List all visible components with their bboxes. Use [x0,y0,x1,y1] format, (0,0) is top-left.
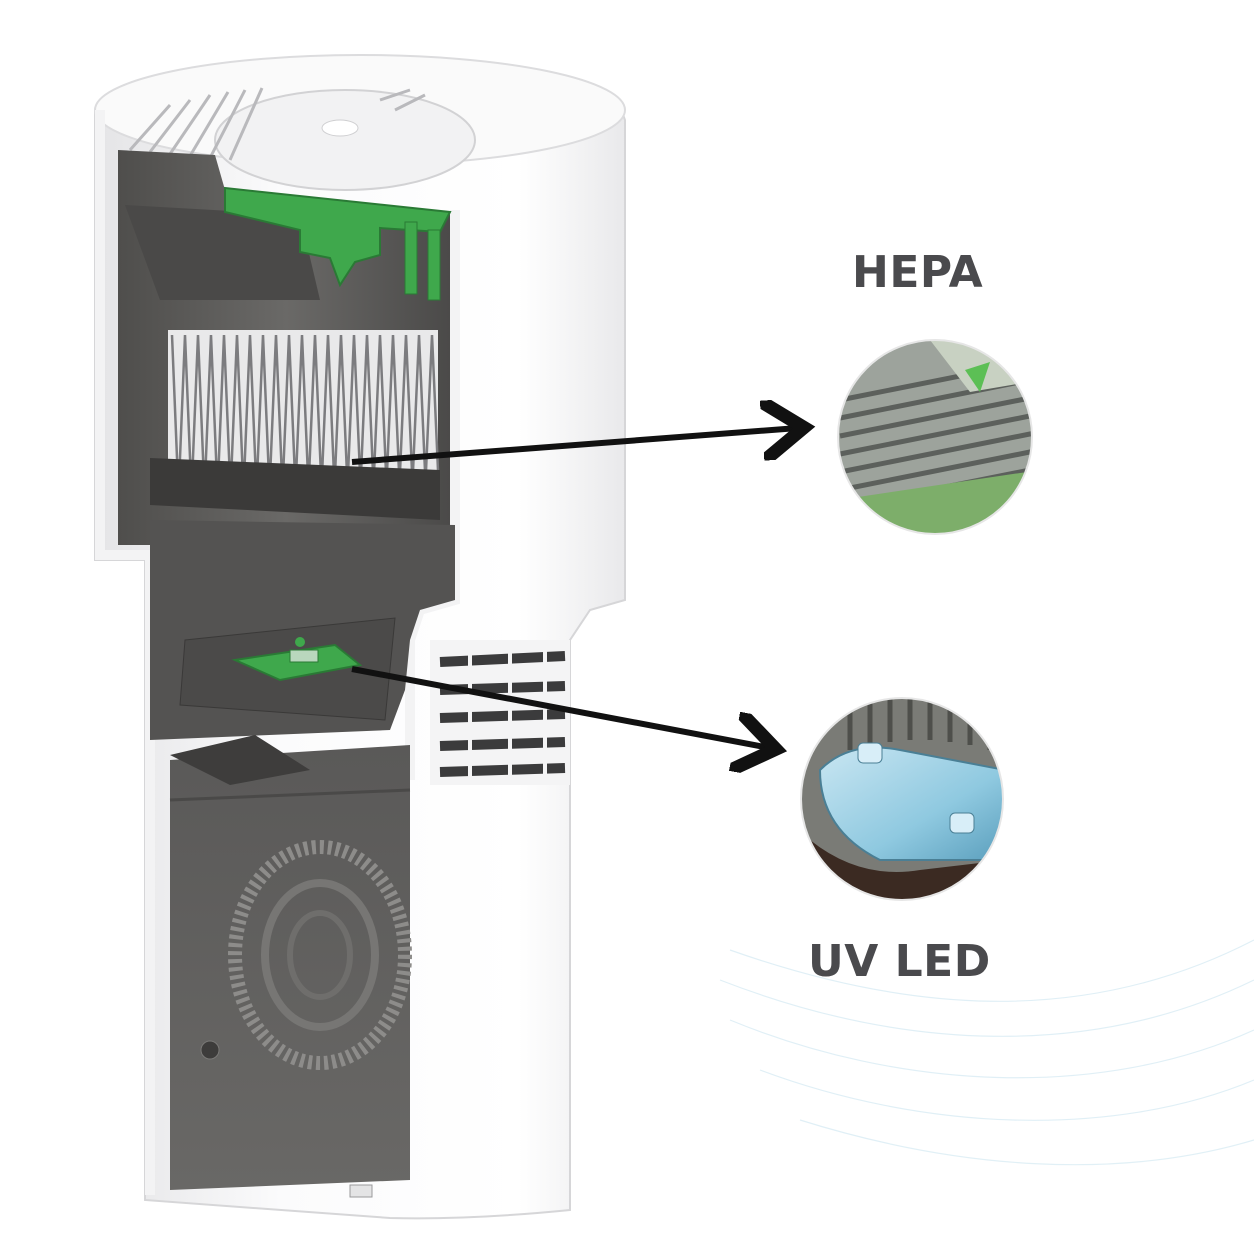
uv-led-label: UV LED [808,936,991,987]
hepa-zoom-circle [837,339,1033,535]
hepa-label: HEPA [852,247,984,298]
callout-arrows [351,428,798,748]
uv-arrow [351,666,770,748]
background-waves [719,939,1254,1166]
fan-grille [228,840,412,1070]
uv-zoom-circle [800,697,1004,901]
cutaway-interior [95,110,460,1195]
uv-led-board [231,637,363,682]
side-vent-grille [430,640,570,785]
hepa-arrow [351,428,798,465]
top-control-board [224,186,452,301]
